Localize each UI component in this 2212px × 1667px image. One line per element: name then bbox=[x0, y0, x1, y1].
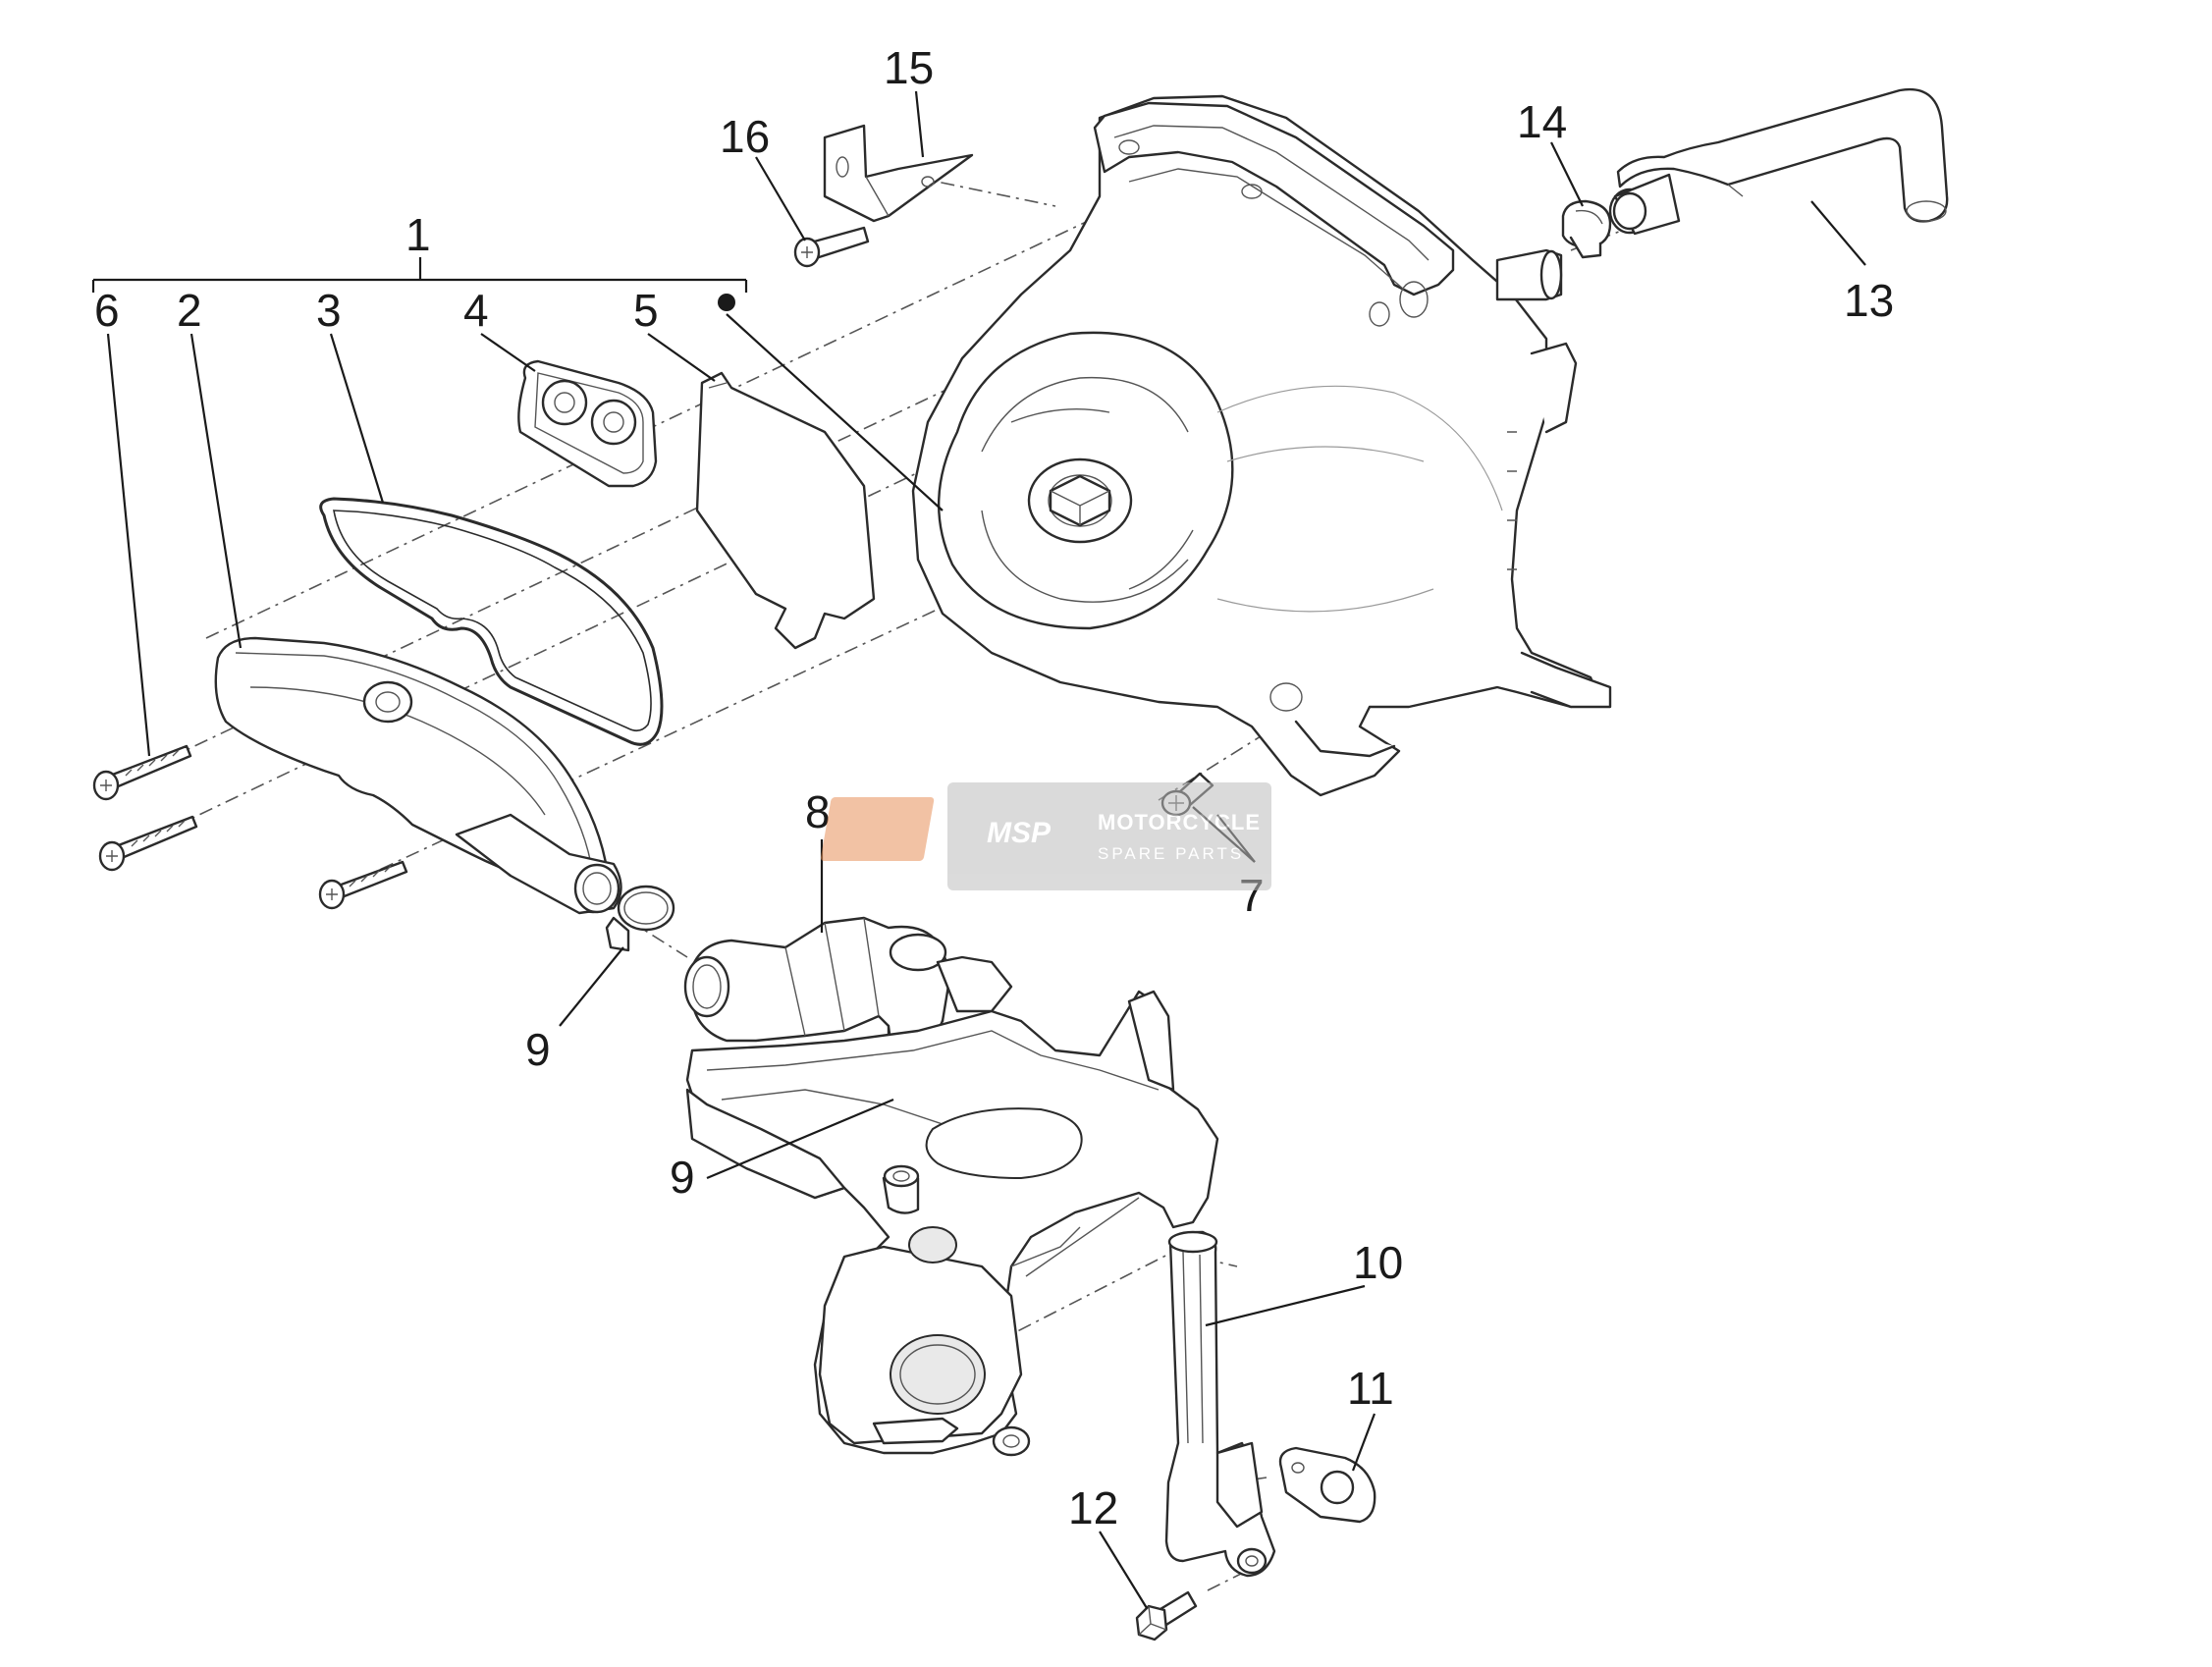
gasket-part-3 bbox=[319, 497, 664, 746]
callout-11: 11 bbox=[1347, 1363, 1394, 1414]
callout-16: 16 bbox=[720, 111, 770, 162]
intake-bracket bbox=[685, 990, 1219, 1457]
watermark-line2: SPARE PARTS bbox=[1098, 844, 1244, 863]
hose-part-13 bbox=[1608, 87, 1949, 236]
callout-6: 6 bbox=[94, 285, 120, 336]
watermark-logo: MSP bbox=[987, 817, 1052, 849]
fan-volute bbox=[937, 331, 1234, 630]
callout-2: 2 bbox=[177, 285, 202, 336]
callout-1: 1 bbox=[405, 209, 431, 260]
clamp-part-9-upper bbox=[605, 885, 675, 952]
callout-12: 12 bbox=[1068, 1482, 1118, 1533]
bracket-part-15 bbox=[823, 124, 974, 223]
callout-3: 3 bbox=[316, 285, 342, 336]
watermark-box bbox=[947, 782, 1271, 890]
callout-13: 13 bbox=[1844, 275, 1894, 326]
screws-part-6 bbox=[92, 744, 408, 910]
callout-9-lower: 9 bbox=[670, 1152, 695, 1203]
callout-14: 14 bbox=[1517, 96, 1567, 147]
callout-15: 15 bbox=[884, 42, 934, 93]
callout-5: 5 bbox=[633, 285, 659, 336]
screw-part-16 bbox=[793, 226, 870, 268]
cooling-housing bbox=[911, 94, 1612, 797]
plate-part-5 bbox=[695, 371, 876, 650]
watermark-line1: MOTORCYCLE bbox=[1098, 810, 1261, 834]
gasket-part-11 bbox=[1278, 1446, 1376, 1524]
bolt-part-12 bbox=[1135, 1590, 1198, 1641]
callout-10: 10 bbox=[1353, 1237, 1403, 1288]
callout-4: 4 bbox=[463, 285, 489, 336]
callout-9-upper: 9 bbox=[525, 1024, 551, 1075]
clamp-part-14 bbox=[1561, 199, 1612, 259]
pipe-part-10 bbox=[1164, 1230, 1276, 1578]
cover-part-4 bbox=[517, 359, 658, 488]
kit-bullet-marker bbox=[718, 294, 735, 311]
watermark: MSP MOTORCYCLE SPARE PARTS bbox=[821, 782, 1271, 890]
watermark-logo-bg bbox=[821, 797, 935, 861]
cover-part-2 bbox=[214, 636, 622, 915]
